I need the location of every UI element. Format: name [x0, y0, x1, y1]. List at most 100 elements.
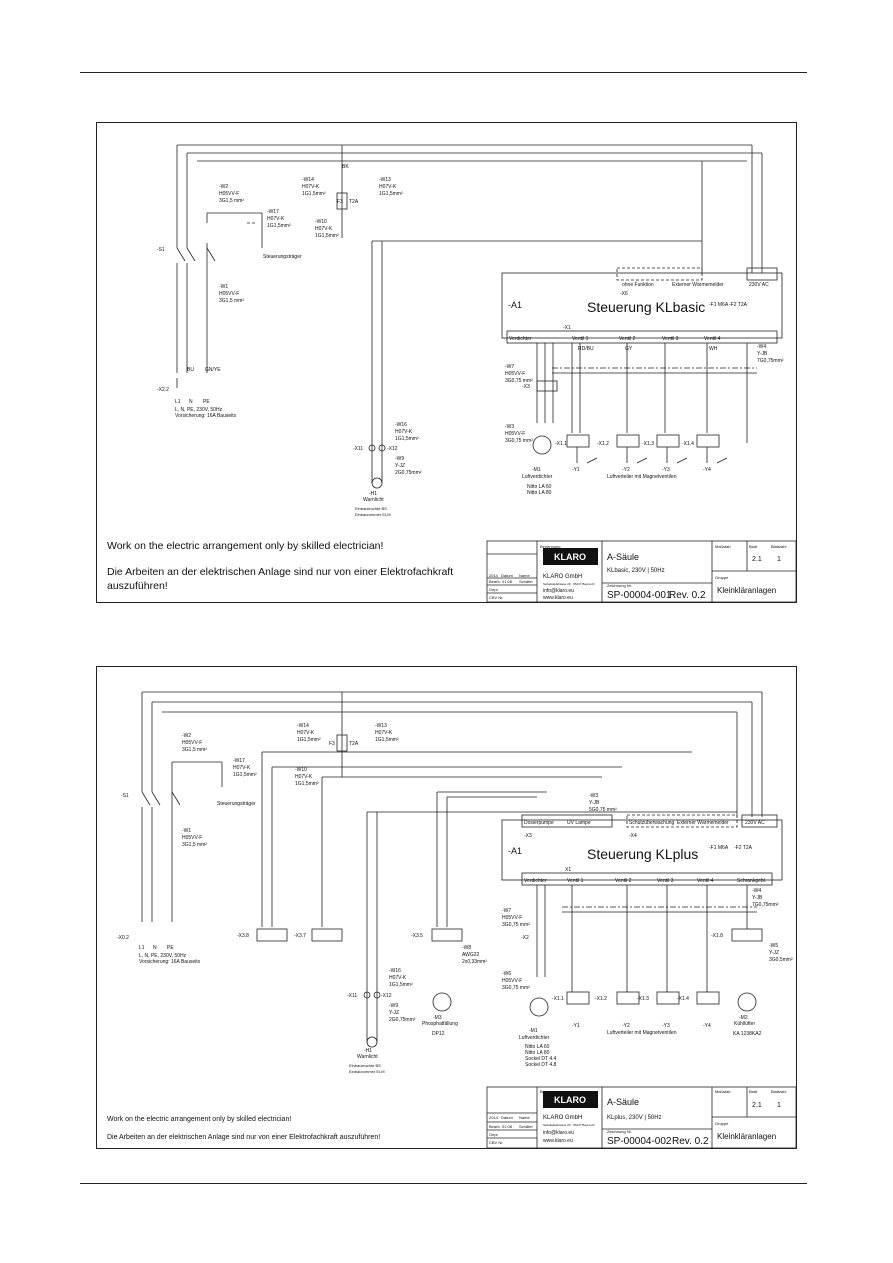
- fuse-f1-2: -F1 M6A: [709, 845, 729, 851]
- terminal-verdichter-2: Verdichter: [524, 878, 547, 884]
- cable-w3-size-2: 5G0,75 mm²: [589, 807, 617, 813]
- valve-terminal-1: -X1.1: [555, 441, 567, 447]
- cable-w7-ref: -W7: [505, 364, 514, 370]
- terminal-verdichter: Verdichter: [509, 336, 532, 342]
- tb-year-2: 2014: [489, 1115, 499, 1120]
- valve-terminal-4: -X1.4: [682, 441, 694, 447]
- terminal-ventil-2: Ventil 2: [619, 336, 636, 342]
- cable-w2-size: 3G1,5 mm²: [219, 198, 244, 204]
- tb-datum-label-2: Datum: [501, 1115, 513, 1120]
- warning-de: Die Arbeiten an der elektrischen Anlage …: [107, 566, 454, 592]
- terminal-dosierpumpe: Dosierpumpe: [524, 820, 554, 826]
- supply-note1-2: L, N, PE, 230V, 50Hz: [139, 953, 187, 959]
- page-header-rule: [80, 72, 807, 73]
- dosing-model: DP12: [432, 1031, 445, 1037]
- wire-color-wh: WH: [709, 346, 718, 352]
- tb-benennung: A-Säule: [607, 552, 639, 562]
- tb-name-label: Name: [519, 573, 530, 578]
- tb-massstab-label-2: Maßstab: [715, 1089, 731, 1094]
- terminal-ventil-3: Ventil 3: [662, 336, 679, 342]
- terminal-ventil-4: Ventil 4: [704, 336, 721, 342]
- tb-bearb-name-2: Schäfer: [519, 1124, 533, 1129]
- cable-w7-ref-2: -W7: [502, 908, 511, 914]
- terminal-x2-2: -X2: [521, 935, 529, 941]
- tb-datum-label: Datum: [501, 573, 513, 578]
- tb-blattzahl: 1: [777, 556, 781, 563]
- supply-n-2: N: [153, 945, 157, 951]
- valve-terminal-4-2: -X1.4: [677, 996, 689, 1002]
- switch-s1: -S1: [157, 247, 165, 253]
- tb-blattzahl-label-2: Blattzahl: [771, 1089, 786, 1094]
- cable-w1-spec: H05VV-F: [219, 291, 239, 297]
- tb-cbv-label: CBV Nr.: [489, 595, 503, 600]
- valve-terminal-2: -X1.2: [597, 441, 609, 447]
- cable-w6-ref: -W6: [502, 971, 511, 977]
- cable-w8-ref: -W8: [462, 945, 471, 951]
- tb-benennung-2: A-Säule: [607, 1097, 639, 1107]
- tb-gruppe-label: Gruppe: [715, 575, 729, 580]
- controller-title-2: Steuerung KLplus: [587, 846, 698, 862]
- warning-light-note-1-2: Einbauleuchte BS: [349, 1063, 381, 1068]
- terminal-block-x1-2: X1: [565, 867, 571, 873]
- plug-x3-7: -X3.7: [294, 933, 306, 939]
- schematic-drawing-klplus: KLARO -A1 Steuerung KLplus Dosierpumpe U…: [117, 691, 796, 1148]
- cable-w3-size: 3G0,75 mm²: [505, 438, 533, 444]
- schematic-drawing-klbasic: KLARO -A1 Steuerung KLbasic ohne Funktio…: [157, 144, 796, 602]
- cable-w14-size-2: 1G1,5mm²: [297, 737, 321, 743]
- cable-w14-ref-2: -W14: [297, 723, 309, 729]
- cable-w10-spec: H07V-K: [315, 226, 333, 232]
- warning-light-note-2-2: Einbaurummer ELM: [349, 1069, 385, 1074]
- klaro-logo-text-2: KLARO: [554, 1095, 586, 1105]
- tb-gepr-label-2: Gepr.: [489, 1132, 499, 1137]
- warning-en-2: Work on the electric arrangement only by…: [107, 1116, 292, 1123]
- wire-color-gnye: GN/YE: [205, 367, 221, 373]
- compressor-model-1-2: Nitto LA 60: [525, 1044, 550, 1050]
- terminal-uv-lampe: UV Lampe: [567, 820, 591, 826]
- tb-blatt-2: 2.1: [752, 1102, 762, 1109]
- fuse-f2: -F2 T2A: [729, 302, 748, 308]
- terminal-block-x3: -X3: [524, 833, 532, 839]
- tb-zeichnung-label: Zeichnung Nr.: [607, 583, 632, 588]
- supply-pe: PE: [203, 399, 210, 405]
- cable-w1-ref: -W1: [219, 284, 228, 290]
- cable-w4-ref-2: -W4: [752, 888, 761, 894]
- valve-y4-2: -Y4: [703, 1023, 711, 1029]
- compressor-model-1: Nitto LA 60: [527, 484, 552, 490]
- cable-w9-spec: Y-JZ: [395, 463, 405, 469]
- cable-w1-size: 3G1,5 mm²: [219, 298, 244, 304]
- cable-w4-spec: Y-JB: [757, 351, 768, 357]
- cable-w13-spec-2: H07V-K: [375, 730, 393, 736]
- valve-terminal-3: -X1.3: [642, 441, 654, 447]
- valve-y1-2: -Y1: [572, 1023, 580, 1029]
- valve-y3-2: -Y3: [662, 1023, 670, 1029]
- cable-w17-ref-2: -W17: [233, 758, 245, 764]
- valve-y4: -Y4: [703, 467, 711, 473]
- cable-w5-ref: -W5: [769, 943, 778, 949]
- klaro-logo-block-2: [543, 1091, 598, 1108]
- tb-company-addr: Spitalwaldstrasse 20 · 95447 Bayreuth: [543, 582, 595, 586]
- tb-bearb-date-2: 01.08: [502, 1124, 513, 1129]
- cable-w9-ref: -W9: [395, 456, 404, 462]
- cable-w13-ref: -W13: [379, 177, 391, 183]
- tb-massstab-label: Maßstab: [715, 544, 731, 549]
- tb-bearb-date: 01.08: [502, 579, 513, 584]
- cable-w6-size: 3G0,75 mm²: [502, 985, 530, 991]
- wire-color-bk: BK: [342, 164, 349, 170]
- tb-company: KLARO GmbH: [543, 574, 582, 580]
- tb-bearb-label-2: Bearb.: [489, 1124, 501, 1129]
- valves-label-2: Luftverteiler mit Magnetventilen: [607, 1030, 677, 1036]
- cooler-ref: -M2: [739, 1015, 748, 1021]
- cable-w1-size-2: 3G1,5 mm²: [182, 842, 207, 848]
- dosing-name: Phosphatfällung: [422, 1021, 458, 1027]
- tb-sub: KLbasic, 230V | 50Hz: [607, 568, 665, 574]
- tb-blatt-label: Blatt: [749, 544, 758, 549]
- cable-w9-size-2: 2G0,75mm²: [389, 1017, 416, 1023]
- supply-l1: L1: [175, 399, 181, 405]
- cable-w10-size: 1G1,5mm²: [315, 233, 339, 239]
- warning-light-ref-2: -H1: [364, 1048, 372, 1054]
- fuse-f3-value-2: T2A: [349, 741, 359, 747]
- terminal-schrank: Schrankgebl.: [737, 878, 766, 884]
- cable-w14-spec-2: H07V-K: [297, 730, 315, 736]
- cable-w10-ref: -W10: [315, 219, 327, 225]
- tb-zeichnung: SP-00004-001: [607, 590, 672, 601]
